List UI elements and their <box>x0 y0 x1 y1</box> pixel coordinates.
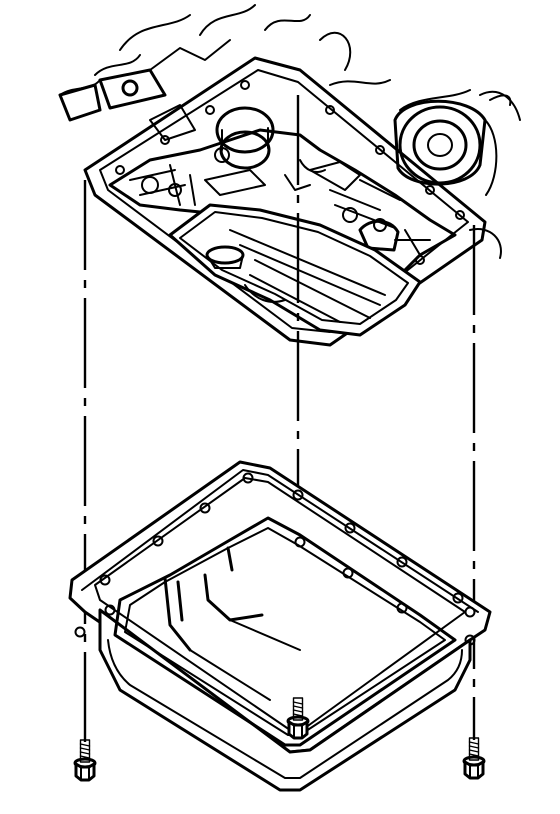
oil-pan <box>68 460 492 792</box>
pan-bolt-left <box>73 739 97 782</box>
transmission-case <box>58 4 521 347</box>
pan-bolt-center <box>286 697 310 740</box>
hex-flange-bolt-icon <box>286 697 310 740</box>
hex-flange-bolt-icon <box>73 739 97 782</box>
hex-flange-bolt-icon <box>462 737 486 780</box>
fluid-filter <box>168 203 422 337</box>
pan-bolt-right <box>462 737 486 780</box>
